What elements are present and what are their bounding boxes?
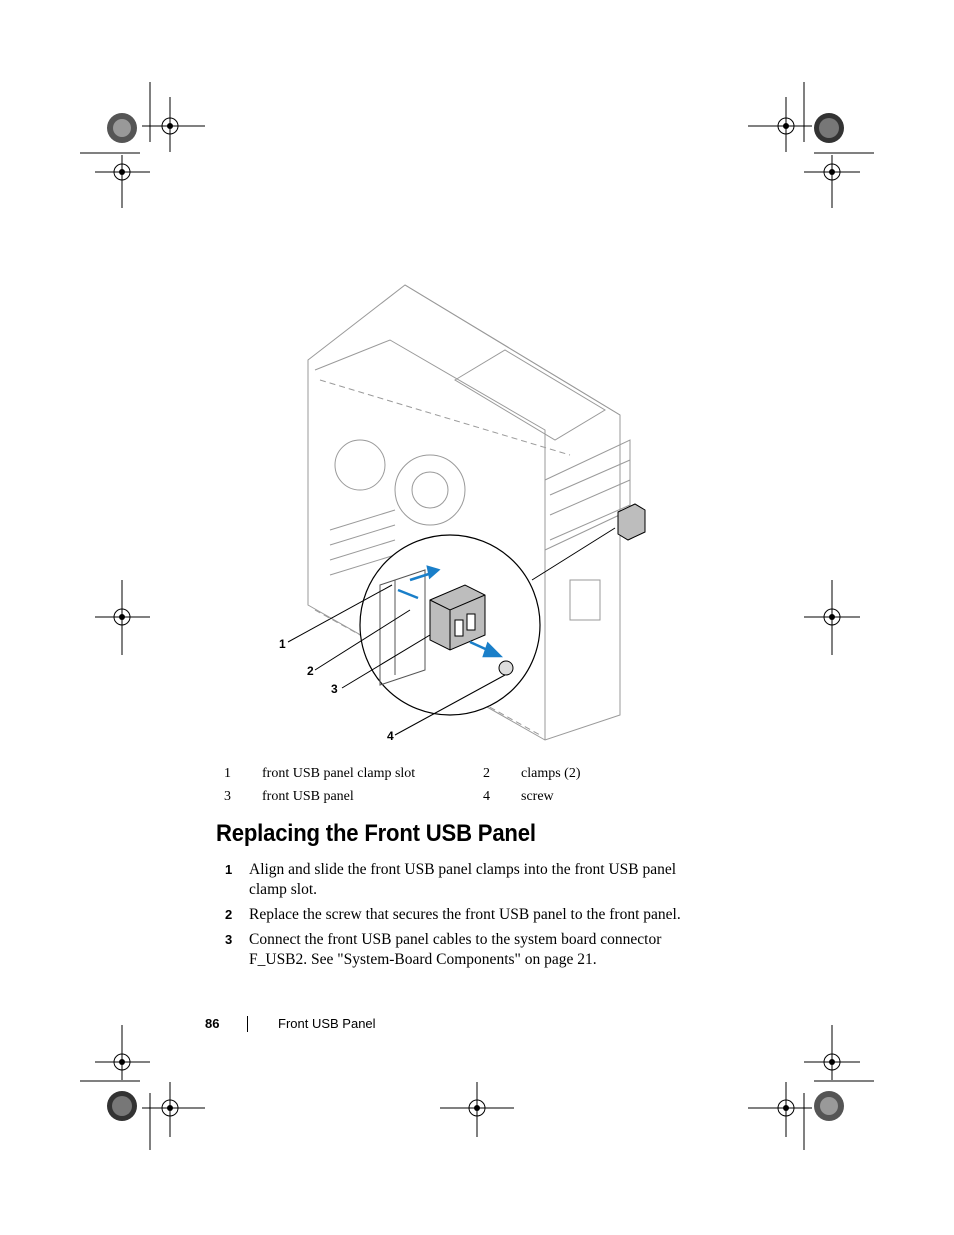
callout-legend-table: 1 front USB panel clamp slot 2 clamps (2… xyxy=(216,762,734,808)
callout-1: 1 xyxy=(279,637,286,651)
legend-label: screw xyxy=(521,788,554,804)
legend-label: clamps (2) xyxy=(521,765,581,781)
usb-panel-illustration xyxy=(287,284,646,741)
table-row: 1 front USB panel clamp slot 2 clamps (2… xyxy=(216,762,734,785)
page-number: 86 xyxy=(205,1016,220,1031)
step-text: Connect the front USB panel cables to th… xyxy=(249,931,662,968)
step-text: Align and slide the front USB panel clam… xyxy=(249,861,677,898)
legend-number: 1 xyxy=(224,765,231,781)
footer-divider xyxy=(247,1016,248,1032)
section-heading: Replacing the Front USB Panel xyxy=(216,820,536,847)
list-item: 3 Connect the front USB panel cables to … xyxy=(216,930,706,970)
procedure-steps: 1 Align and slide the front USB panel cl… xyxy=(216,860,706,975)
legend-number: 2 xyxy=(483,765,490,781)
step-number: 2 xyxy=(225,907,233,922)
legend-label: front USB panel clamp slot xyxy=(262,765,416,781)
list-item: 1 Align and slide the front USB panel cl… xyxy=(216,860,706,900)
list-item: 2 Replace the screw that secures the fro… xyxy=(216,905,706,925)
callout-3: 3 xyxy=(331,682,338,696)
legend-label: front USB panel xyxy=(262,788,354,804)
step-number: 3 xyxy=(225,932,233,947)
footer-chapter-title: Front USB Panel xyxy=(278,1016,376,1031)
callout-4: 4 xyxy=(387,729,394,743)
legend-number: 3 xyxy=(224,788,231,804)
callout-2: 2 xyxy=(307,664,314,678)
step-text: Replace the screw that secures the front… xyxy=(249,906,681,923)
table-row: 3 front USB panel 4 screw xyxy=(216,785,734,808)
step-number: 1 xyxy=(225,862,233,877)
legend-number: 4 xyxy=(483,788,490,804)
